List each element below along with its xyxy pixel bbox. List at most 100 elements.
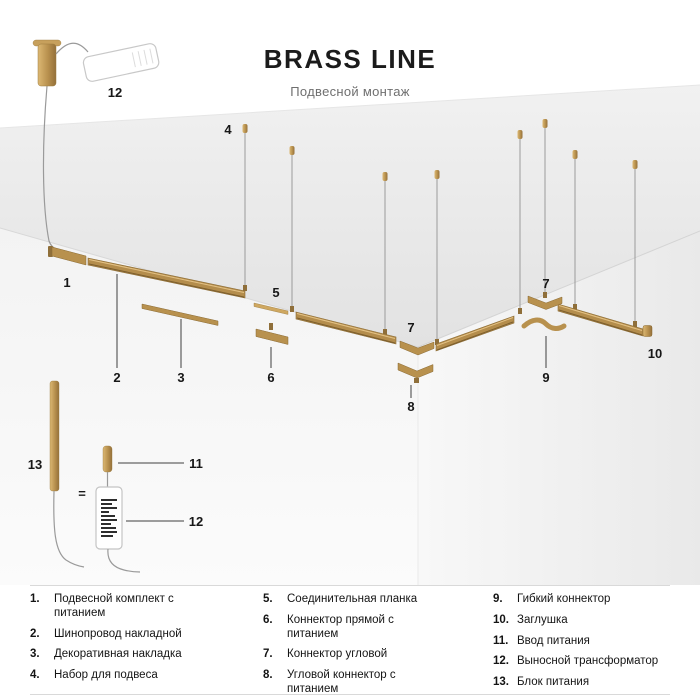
page-subtitle: Подвесной монтаж (290, 84, 410, 99)
suspension (382, 172, 388, 335)
cable-clip (435, 339, 439, 345)
legend: 1.Подвесной комплект с питанием 2.Шинопр… (30, 585, 670, 695)
legend-item: 5. Соединительная планка (263, 593, 493, 607)
psu-group (49, 380, 141, 573)
legend-item-label: Шинопровод накладной (54, 627, 182, 640)
track-highlight (296, 313, 396, 339)
track-highlight (436, 317, 514, 346)
transformer-box-vents (131, 48, 154, 68)
ceiling-plane (0, 85, 700, 347)
track-groove (88, 263, 245, 298)
suspension (517, 130, 523, 314)
track-run (87, 257, 644, 352)
track-groove (436, 321, 514, 351)
suspension (632, 160, 638, 327)
legend-item: 8.Угловой коннектор с питанием (263, 669, 493, 697)
legend-item-number: 11. (493, 634, 509, 647)
legend-item-number: 8. (263, 669, 273, 682)
power-input-small (102, 445, 113, 473)
suspension (434, 170, 440, 345)
legend-item-number: 12. (493, 655, 509, 668)
legend-item: 1.Подвесной комплект с питанием (30, 593, 263, 621)
legend-item-label: Соединительная планка (287, 593, 418, 605)
cable-clip (633, 321, 637, 327)
connector-body (255, 328, 289, 345)
ceiling-mount (572, 150, 578, 159)
right-wall (418, 231, 700, 585)
corner-power-body (397, 362, 434, 379)
callout-corner-a: 7 (407, 320, 414, 335)
legend-column-2: 5. Соединительная планка 6.Коннектор прям… (263, 593, 493, 697)
callout-cover: 3 (177, 370, 184, 385)
psu-bar (49, 380, 60, 492)
corner-connector-second (527, 295, 563, 310)
transformer-assembly (32, 39, 160, 87)
feed-body (51, 246, 87, 266)
legend-item-number: 7. (263, 648, 273, 661)
legend-column-1: 1.Подвесной комплект с питанием 2.Шинопр… (30, 593, 263, 694)
transformer-label-stripes (101, 499, 117, 537)
corner-power-pin (414, 378, 419, 383)
callout-flex: 9 (542, 370, 549, 385)
legend-item-number: 1. (30, 593, 40, 605)
legend-item-number: 5. (263, 593, 273, 605)
legend-item: 9.Гибкий коннектор (493, 593, 670, 607)
header: BRASS LINE Подвесной монтаж (0, 44, 700, 99)
small-box-cable (107, 548, 141, 573)
straight-connector (255, 323, 289, 345)
ceiling-mount (382, 172, 388, 181)
track-highlight (88, 259, 245, 293)
legend-item-label: Набор для подвеса (54, 669, 158, 682)
flex-connector (521, 317, 567, 331)
transformer-box-body (82, 43, 160, 82)
decorative-cover (141, 303, 219, 326)
cable-clip (383, 329, 387, 335)
callout-suspension-kit: 4 (224, 122, 232, 137)
legend-column-3: 9.Гибкий коннектор 10.Заглушка 11. Ввод п… (493, 593, 670, 694)
legend-item-number: 13. (493, 676, 509, 689)
ceiling-mount (517, 130, 523, 139)
psu-cable (53, 490, 85, 568)
legend-item-label: Коннектор прямой с питанием (287, 613, 394, 640)
callout-plate: 5 (272, 285, 279, 300)
legend-item-number: 10. (493, 613, 509, 626)
legend-item: 12. Выносной трансформатор (493, 655, 670, 669)
legend-item-label: Коннектор угловой (287, 648, 388, 661)
legend-item-label: Декоративная накладка (54, 648, 182, 661)
transformer-wire (55, 42, 89, 55)
corner-connector-power (397, 362, 434, 383)
callout-psu: 13 (28, 457, 42, 472)
suspension (572, 150, 578, 310)
callout-power-input: 11 (189, 456, 203, 471)
legend-item-label: Ввод питания (517, 634, 590, 647)
leader-lines (116, 274, 547, 522)
power-feed-kit (48, 246, 87, 266)
legend-item: 4.Набор для подвеса (30, 669, 263, 683)
legend-item-label: Блок питания (517, 676, 590, 689)
ceiling-mount (434, 170, 440, 179)
suspension (542, 119, 548, 298)
track-groove (296, 317, 396, 344)
legend-item-label: Выносной трансформатор (517, 655, 659, 668)
end-cap (642, 325, 653, 337)
ceiling-mount (632, 160, 638, 169)
legend-item: 6.Коннектор прямой с питанием (263, 614, 493, 642)
callout-track: 2 (113, 370, 120, 385)
corner-connector-main (399, 340, 435, 356)
legend-item-number: 9. (493, 593, 503, 605)
track-highlight (558, 305, 643, 331)
cable-clip (518, 308, 522, 314)
transformer-box (82, 43, 160, 82)
ceiling-right-edge (417, 230, 700, 348)
legend-item: 7. Коннектор угловой (263, 648, 493, 662)
callout-corner-power: 8 (407, 399, 414, 414)
track-groove (558, 309, 643, 336)
callout-straight-connector: 6 (267, 370, 274, 385)
power-input-cylinder (37, 43, 57, 87)
legend-item: 10.Заглушка (493, 614, 670, 628)
legend-item-number: 3. (30, 648, 40, 661)
legend-item: 2.Шинопровод накладной (30, 628, 263, 642)
page-title: BRASS LINE (263, 44, 437, 74)
ceiling-mount (289, 146, 295, 155)
